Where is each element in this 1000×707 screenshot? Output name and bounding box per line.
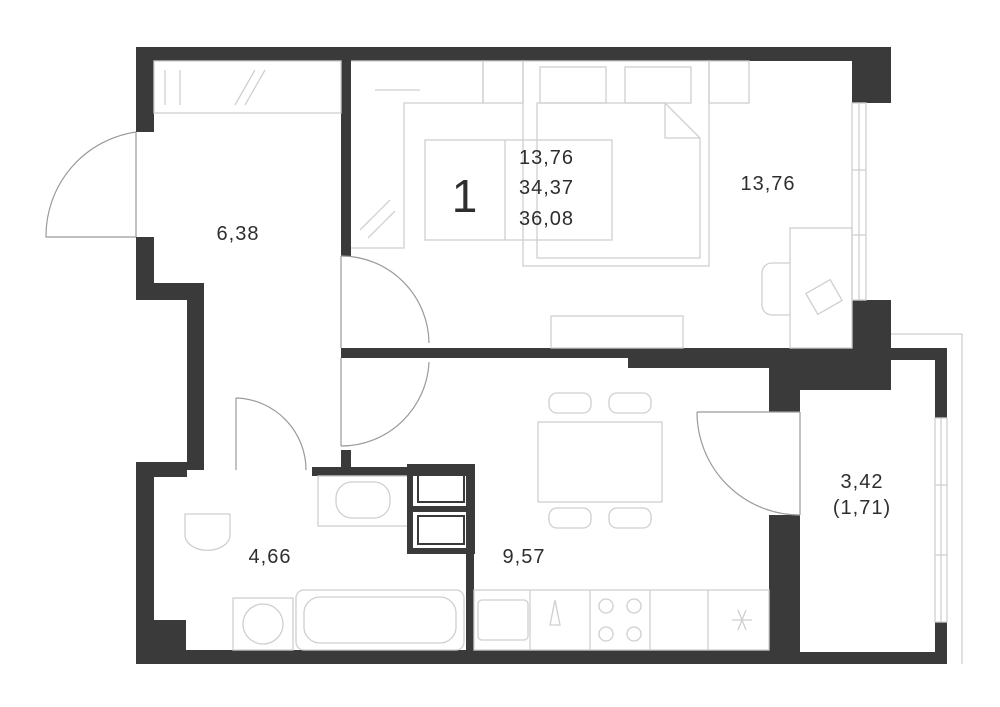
top-wall [136,47,891,61]
right-wall-top [852,47,891,103]
bedroom-door [340,255,430,348]
hall-stub-wall [341,450,351,470]
kitchen-sink [477,599,529,641]
burner [626,598,642,614]
chair [608,507,652,529]
pillow-left [539,66,607,104]
left-wall-upper [136,47,154,132]
room-labels: 13,76 6,38 4,66 9,57 3,42 (1,71) [217,173,891,568]
walls [136,47,947,664]
washing-machine [232,597,294,651]
toilet [184,513,231,551]
balcony-top-wall [862,348,947,360]
burner [626,626,642,642]
kitchen-counter [473,589,770,651]
balcony-bottom-wall [800,652,947,664]
faucet [549,599,561,626]
entrance-door [45,131,137,238]
balcony-outline [891,333,963,664]
balcony-area: 3,42 [841,471,884,493]
apartment-legend: 1 13,76 34,37 36,08 [424,139,613,241]
total-area-with-balcony-value: 36,08 [519,208,574,230]
left-wall-lower [136,462,187,650]
partition-bedroom-hall [341,58,351,256]
ventilation-shaft [407,464,475,554]
bed [522,60,710,267]
hall-area: 6,38 [217,223,260,245]
partition-bedroom-kitchen-thick [628,348,862,368]
laptop [804,278,844,316]
bathtub [295,589,465,651]
left-wall-step [136,237,204,470]
right-wall-corner [769,300,891,412]
dining-table [537,421,663,503]
doors [45,131,801,516]
bathroom-area: 4,66 [249,546,292,568]
balcony-door [696,411,801,516]
fridge-symbol [732,609,752,631]
nightstand-right [708,60,750,104]
partition-bedroom-kitchen [341,348,861,358]
total-area-value: 34,37 [519,177,574,199]
washbasin [335,481,391,519]
balcony-right-wall-upper [935,348,947,418]
bathroom-top-wall [312,467,474,476]
room-count: 1 [452,170,479,222]
chair [548,507,592,529]
tv-stand [550,315,684,349]
chair [548,392,592,414]
chair [608,392,652,414]
blanket [536,102,701,259]
burner [598,598,614,614]
kitchen-area: 9,57 [503,546,546,568]
burner [598,626,614,642]
wardrobe [153,60,342,114]
bathroom-right-wall [466,467,474,664]
pillow-right [624,66,692,104]
desk [789,227,853,349]
living-area-value: 13,76 [519,147,574,169]
nightstand-left [482,60,524,104]
windows [851,102,963,664]
balcony-reduced-area: (1,71) [833,497,891,519]
furniture [153,60,853,651]
balcony-partition-lower [769,515,800,664]
bedroom-wardrobe [351,60,484,249]
shaft-bottom-left [154,620,186,650]
bedroom-area: 13,76 [740,173,795,195]
desk-chair [761,262,790,316]
bathroom-door [235,397,307,471]
kitchen-door [340,358,430,447]
